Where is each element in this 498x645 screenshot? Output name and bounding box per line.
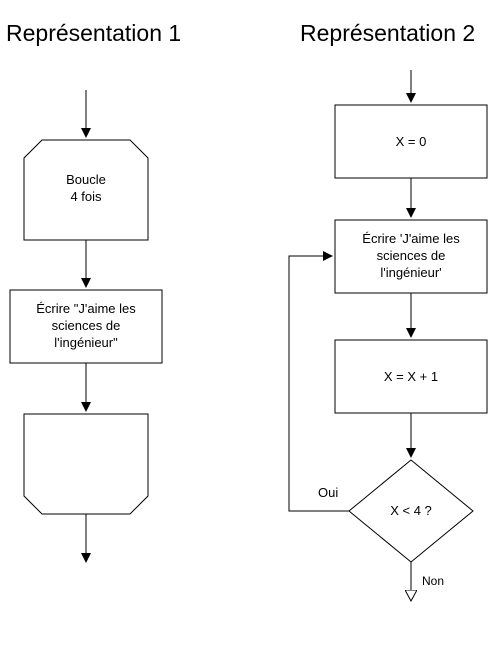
title-representation-1: Représentation 1 [6,20,182,46]
title-representation-2: Représentation 2 [300,20,476,46]
action-label-line-2: sciences de [52,318,121,333]
action-label-line-1: Écrire "J'aime les [36,301,136,316]
action-box [9,289,163,364]
loop-end-shape [23,413,149,515]
action2-label-line-1: Écrire 'J'aime les [362,231,460,246]
yes-label: Oui [318,485,338,500]
init-label: X = 0 [396,134,427,149]
no-label: Non [422,574,444,588]
init-box [334,104,488,179]
representation-2: X = 0 Écrire 'J'aime les sciences de l'i… [288,70,488,601]
action-label-line-3: l'ingénieur" [54,335,118,350]
loop-back-connector [288,251,349,512]
increment-label: X = X + 1 [384,369,438,384]
action2-label-line-3: l'ingénieur' [380,265,441,280]
decision-label: X < 4 ? [390,503,432,518]
action2-label-line-2: sciences de [377,248,446,263]
representation-1: Boucle 4 fois Écrire "J'aime les science… [9,90,163,563]
loop-start-label-line-2: 4 fois [70,189,102,204]
loop-start-label-line-1: Boucle [66,172,106,187]
loop-start-shape [23,139,149,241]
increment-box [334,339,488,414]
action-box-2 [334,219,488,294]
